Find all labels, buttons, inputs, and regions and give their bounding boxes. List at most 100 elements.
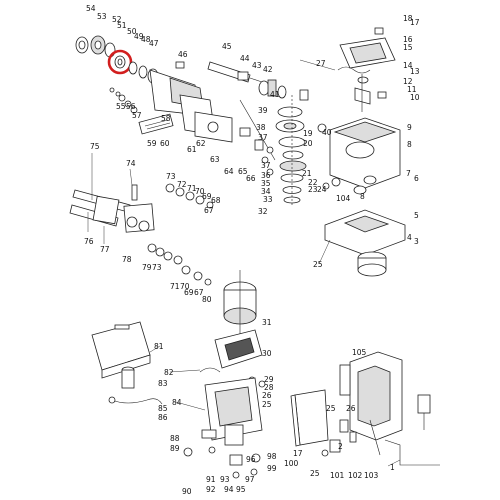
- label-24: 24: [317, 185, 327, 194]
- rear-handle-cord: [290, 351, 440, 466]
- label-17: 17: [410, 18, 420, 27]
- label-26b: 26: [346, 404, 356, 413]
- label-16: 16: [403, 35, 413, 44]
- label-73: 73: [166, 172, 176, 181]
- label-30: 30: [262, 349, 272, 358]
- label-96: 96: [246, 455, 256, 464]
- label-101: 101: [330, 471, 345, 480]
- label-88: 88: [170, 434, 180, 443]
- label-71: 71: [187, 184, 197, 193]
- motor-assembly: [199, 270, 266, 446]
- label-42: 42: [263, 65, 273, 74]
- label-78: 78: [122, 255, 132, 264]
- label-104: 104: [336, 194, 351, 203]
- label-97: 97: [245, 475, 255, 484]
- label-73b: 73: [152, 263, 162, 272]
- label-26: 26: [262, 391, 272, 400]
- part-number-labels: 54 53 52 51 50 49 48 47 46 45 44 43 42 4…: [84, 4, 420, 496]
- label-14: 14: [403, 61, 413, 70]
- label-92: 92: [206, 485, 216, 494]
- label-29: 29: [264, 375, 274, 384]
- label-8b: 8: [360, 192, 365, 201]
- label-51: 51: [117, 21, 127, 30]
- label-95: 95: [236, 485, 246, 494]
- label-10: 10: [410, 93, 420, 102]
- label-25c: 25: [310, 469, 320, 478]
- label-43: 43: [252, 61, 262, 70]
- label-48: 48: [141, 35, 151, 44]
- highlight-circle-49[interactable]: [107, 49, 133, 75]
- label-4: 4: [407, 233, 412, 242]
- label-15: 15: [403, 43, 413, 52]
- label-40: 40: [322, 128, 332, 137]
- label-67b: 67: [194, 288, 204, 297]
- label-41: 41: [270, 90, 280, 99]
- label-85: 85: [158, 404, 168, 413]
- label-37b: 37: [261, 161, 271, 170]
- label-69: 69: [202, 192, 212, 201]
- label-53: 53: [97, 12, 107, 21]
- label-72: 72: [177, 180, 187, 189]
- label-45: 45: [222, 42, 232, 51]
- label-56: 56: [126, 102, 136, 111]
- label-47: 47: [149, 39, 159, 48]
- label-82: 82: [164, 368, 174, 377]
- label-76: 76: [84, 237, 94, 246]
- label-94: 94: [224, 485, 234, 494]
- label-33: 33: [263, 195, 273, 204]
- label-64: 64: [224, 167, 234, 176]
- label-12: 12: [403, 77, 413, 86]
- label-1: 1: [390, 463, 395, 472]
- label-93: 93: [220, 475, 230, 484]
- label-21: 21: [302, 169, 312, 178]
- label-34: 34: [261, 187, 271, 196]
- label-98: 98: [267, 452, 277, 461]
- label-9: 9: [407, 123, 412, 132]
- leader-lines: [87, 59, 401, 467]
- label-52: 52: [112, 15, 122, 24]
- label-86: 86: [158, 413, 168, 422]
- label-6: 6: [414, 174, 419, 183]
- label-28: 28: [264, 383, 274, 392]
- label-66: 66: [246, 174, 256, 183]
- label-71b: 71: [170, 282, 180, 291]
- label-37a: 37: [258, 133, 268, 142]
- label-11: 11: [407, 85, 417, 94]
- bottom-small-parts: [183, 429, 261, 479]
- label-70: 70: [195, 187, 205, 196]
- motor-housing-top: [322, 27, 406, 277]
- label-91: 91: [206, 475, 216, 484]
- label-67: 67: [204, 206, 214, 215]
- label-50: 50: [127, 27, 137, 36]
- label-105: 105: [352, 348, 367, 357]
- label-39: 39: [258, 106, 268, 115]
- label-70b: 70: [180, 282, 190, 291]
- label-32: 32: [258, 207, 268, 216]
- label-80: 80: [202, 295, 212, 304]
- label-49: 49: [134, 32, 144, 41]
- label-8a: 8: [407, 140, 412, 149]
- label-25b: 25: [262, 400, 272, 409]
- label-36: 36: [261, 171, 271, 180]
- label-99: 99: [267, 464, 277, 473]
- label-79: 79: [142, 263, 152, 272]
- side-handle-assembly: [69, 183, 214, 286]
- label-75: 75: [90, 142, 100, 151]
- label-65: 65: [238, 167, 248, 176]
- label-3: 3: [414, 237, 419, 246]
- gear-stack: [261, 89, 327, 205]
- label-54: 54: [86, 4, 96, 13]
- crank-shaft-assembly: [207, 61, 287, 161]
- label-18: 18: [403, 14, 413, 23]
- label-5: 5: [414, 211, 419, 220]
- label-7: 7: [406, 169, 411, 178]
- label-62: 62: [196, 139, 206, 148]
- label-74: 74: [126, 159, 136, 168]
- label-60: 60: [160, 139, 170, 148]
- label-69b: 69: [184, 288, 194, 297]
- label-20: 20: [303, 139, 313, 148]
- label-58: 58: [161, 114, 171, 123]
- carry-case: [91, 321, 163, 405]
